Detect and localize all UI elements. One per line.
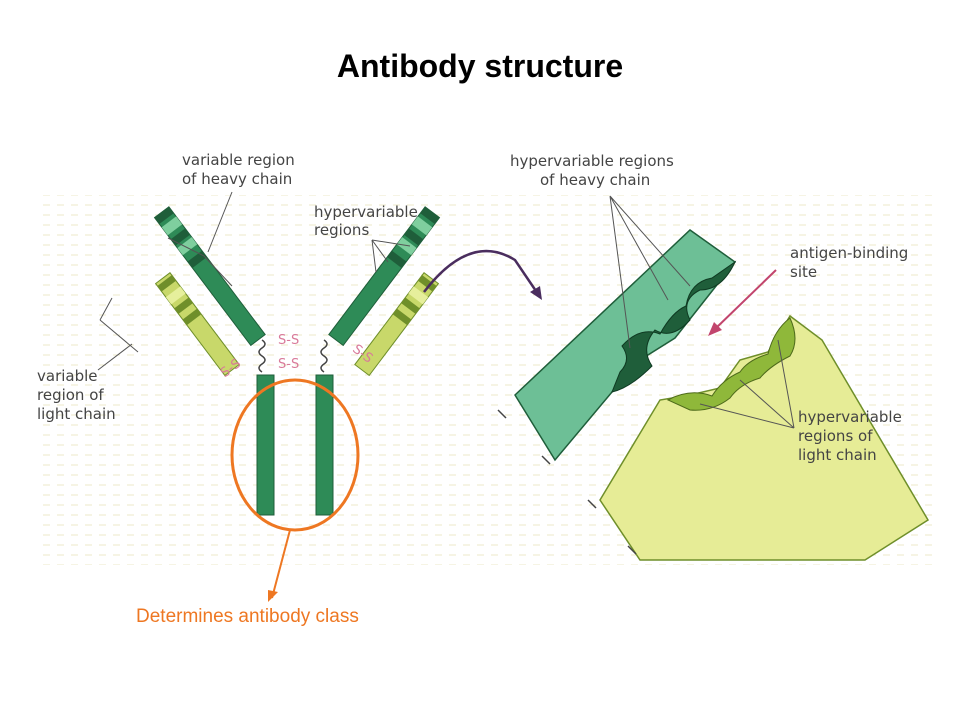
variable-light-label: variable region of light chain	[37, 367, 116, 423]
caption-arrow	[271, 529, 291, 599]
zoom-arrow	[423, 250, 540, 295]
hypervariable-light-label: hypervariable regions of light chain	[798, 408, 907, 464]
disulfide-label: S-S	[278, 357, 299, 372]
heavy-chain-right-arm	[328, 206, 441, 347]
hypervariable-heavy-label: hypervariable regions of heavy chain	[510, 152, 679, 189]
light-chain-left	[154, 272, 240, 377]
light-chain-right	[354, 272, 440, 377]
hinge-spring-left	[258, 339, 266, 373]
heavy-chain-stem-right	[315, 374, 334, 516]
constant-region-highlight	[230, 378, 360, 532]
heavy-chain-stem-left	[256, 374, 275, 516]
leader-line	[207, 191, 233, 253]
hypervariable-label: hypervariable regions	[314, 203, 423, 239]
binding-site-closeup	[497, 229, 930, 561]
hypervariable-pointers	[371, 239, 411, 273]
cut-marks	[497, 409, 637, 555]
hypervariable-heavy-pointers	[609, 195, 691, 349]
zoom-arrowhead	[530, 286, 542, 300]
class-caption: Determines antibody class	[136, 606, 359, 627]
page-title: Antibody structure	[336, 48, 624, 84]
antigen-site-label: antigen-binding site	[790, 244, 913, 281]
antigen-arrow	[713, 269, 777, 331]
hinge-spring-right	[320, 339, 328, 373]
variable-heavy-label: variable region of heavy chain	[182, 151, 300, 188]
caption-arrowhead	[268, 590, 278, 602]
disulfide-label: S-S	[278, 333, 299, 348]
hypervariable-light-pointers	[699, 339, 795, 429]
variable-heavy-bracket	[167, 237, 233, 287]
antigen-arrowhead	[708, 322, 722, 336]
heavy-hypervariable-loops	[611, 260, 737, 393]
leader-line	[97, 343, 133, 371]
variable-light-bracket	[99, 297, 139, 353]
light-hypervariable-loops	[666, 317, 796, 411]
